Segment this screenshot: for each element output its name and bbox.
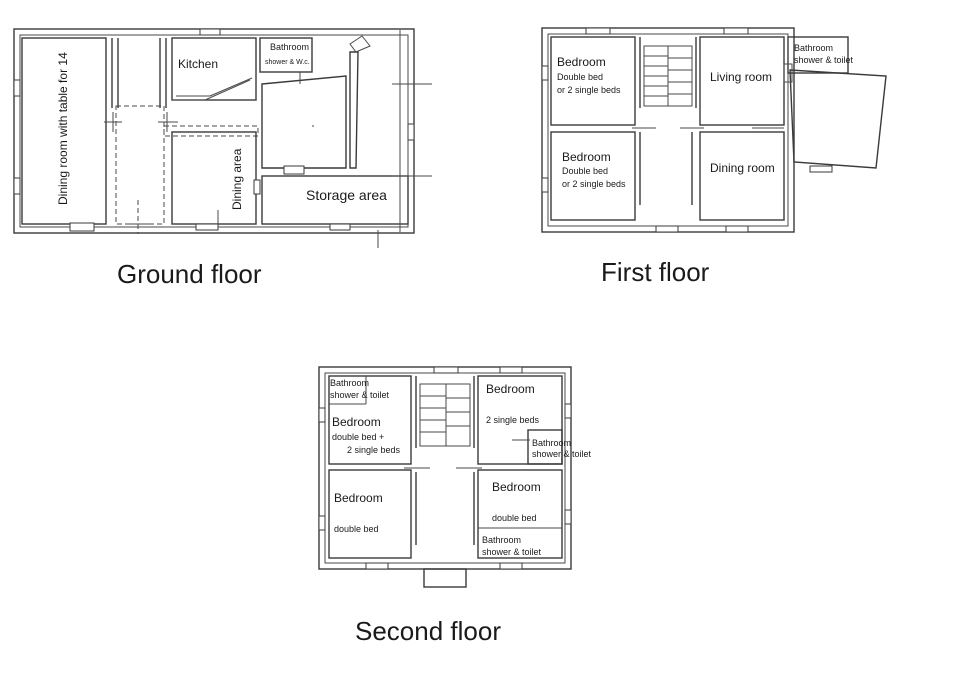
ground-dining-room-label: Dining room with table for 14 <box>56 52 70 205</box>
second-bedroom-tr-line1: 2 single beds <box>486 415 540 425</box>
second-bedroom-tr-label: Bedroom <box>486 382 535 396</box>
second-bath-b-sub-label: shower & toilet <box>482 547 542 557</box>
first-bedroom2-label: Bedroom <box>562 150 611 164</box>
second-bath-tl-label: Bathroom <box>330 378 369 388</box>
first-floor-title: First floor <box>601 257 710 287</box>
second-bath-r-label: Bathroom <box>532 438 571 448</box>
ground-kitchen-label: Kitchen <box>178 57 218 71</box>
second-bedroom-br-line1: double bed <box>492 513 537 523</box>
first-living-room-label: Living room <box>710 70 772 84</box>
ground-bathroom-sub-label: shower & W.c. <box>265 59 310 66</box>
first-bedroom1-line1: Double bed <box>557 72 603 82</box>
ground-floor-plan: Dining room with table for 14 Kitchen Ba… <box>13 28 432 289</box>
first-bedroom2-line2: or 2 single beds <box>562 179 626 189</box>
second-bath-b-label: Bathroom <box>482 535 521 545</box>
second-floor-plan: Bathroom shower & toilet Bedroom double … <box>318 366 592 646</box>
first-floor-plan: Bedroom Double bed or 2 single beds Bedr… <box>541 27 887 287</box>
ground-dining-area-label: Dining area <box>230 148 244 210</box>
ground-storage-label: Storage area <box>306 187 387 203</box>
first-bedroom1-line2: or 2 single beds <box>557 85 621 95</box>
ground-floor-title: Ground floor <box>117 259 262 289</box>
first-dining-room-label: Dining room <box>710 161 775 175</box>
first-bathroom-label: Bathroom <box>794 43 833 53</box>
second-bedroom-tl-line2: 2 single beds <box>347 445 401 455</box>
second-bedroom-tl-label: Bedroom <box>332 415 381 429</box>
second-bedroom-tl-line1: double bed + <box>332 432 384 442</box>
second-bedroom-bl-line1: double bed <box>334 524 379 534</box>
second-bedroom-br-label: Bedroom <box>492 480 541 494</box>
ground-bathroom-label: Bathroom <box>270 42 309 52</box>
second-bath-tl-sub-label: shower & toilet <box>330 390 390 400</box>
second-bath-r-sub-label: shower & toilet <box>532 449 592 459</box>
first-bedroom1-label: Bedroom <box>557 55 606 69</box>
second-floor-title: Second floor <box>355 616 501 646</box>
second-bedroom-bl-label: Bedroom <box>334 491 383 505</box>
first-bathroom-sub-label: shower & toilet <box>794 55 854 65</box>
first-bedroom2-line1: Double bed <box>562 166 608 176</box>
